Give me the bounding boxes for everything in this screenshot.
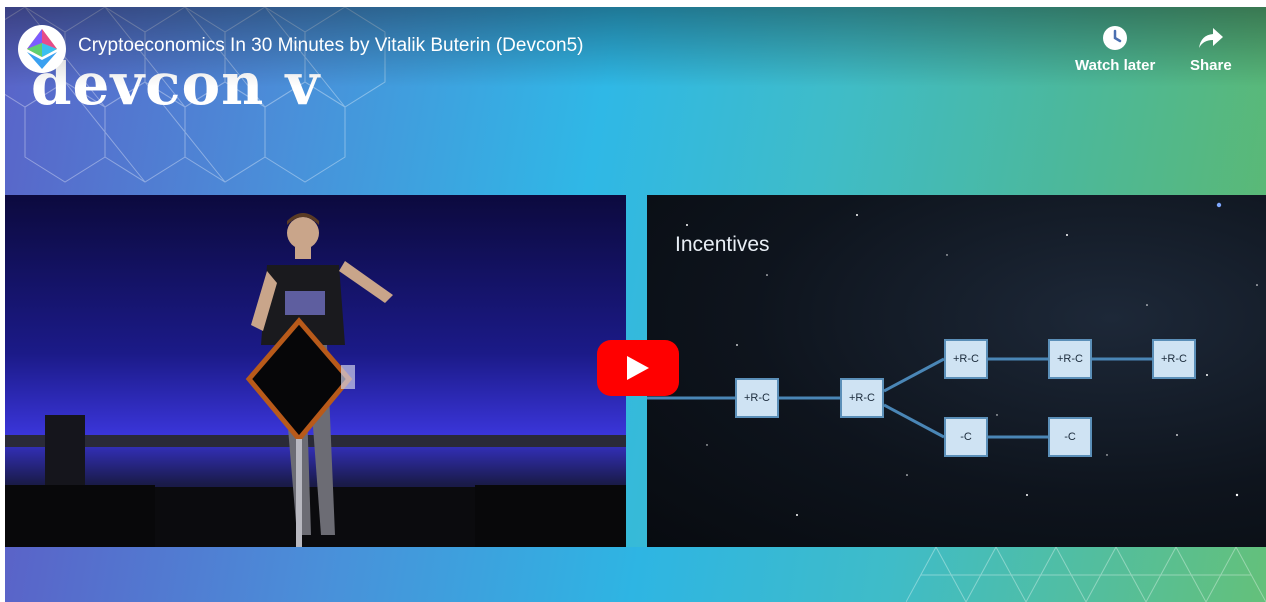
clock-icon [1103,26,1128,50]
share-arrow-icon [1198,28,1223,48]
video-player[interactable]: devcon v [5,7,1266,602]
ethereum-logo-icon [27,29,57,69]
share-button[interactable]: Share [1190,25,1232,74]
share-label: Share [1190,57,1232,74]
tree-node: +R-C [840,378,884,418]
channel-avatar[interactable] [18,25,66,73]
tree-node: -C [1048,417,1092,457]
devcon-logo: devcon v [31,55,320,113]
incentive-tree-edges [647,357,1152,439]
starfield-background [686,202,1258,516]
hex-pattern-decoration [5,7,386,183]
watch-later-label: Watch later [1075,57,1156,74]
watch-later-button[interactable]: Watch later [1075,25,1155,74]
background-band [5,547,1266,602]
play-button[interactable] [597,340,679,396]
stage-video-panel [5,195,626,547]
slide-heading: Incentives [675,233,770,256]
tree-node: +R-C [1048,339,1092,379]
tree-node: +R-C [944,339,988,379]
speaker-at-podium [5,213,626,547]
tree-node: +R-C [735,378,779,418]
tree-node: -C [944,417,988,457]
slide-panel: Incentives +R-C +R-C +R-C +R-C +R-C -C -… [647,195,1266,547]
play-icon [627,356,649,380]
video-title[interactable]: Cryptoeconomics In 30 Minutes by Vitalik… [78,35,584,56]
triangle-pattern-decoration [906,547,1266,602]
title-bar [5,7,1266,87]
tree-node: +R-C [1152,339,1196,379]
